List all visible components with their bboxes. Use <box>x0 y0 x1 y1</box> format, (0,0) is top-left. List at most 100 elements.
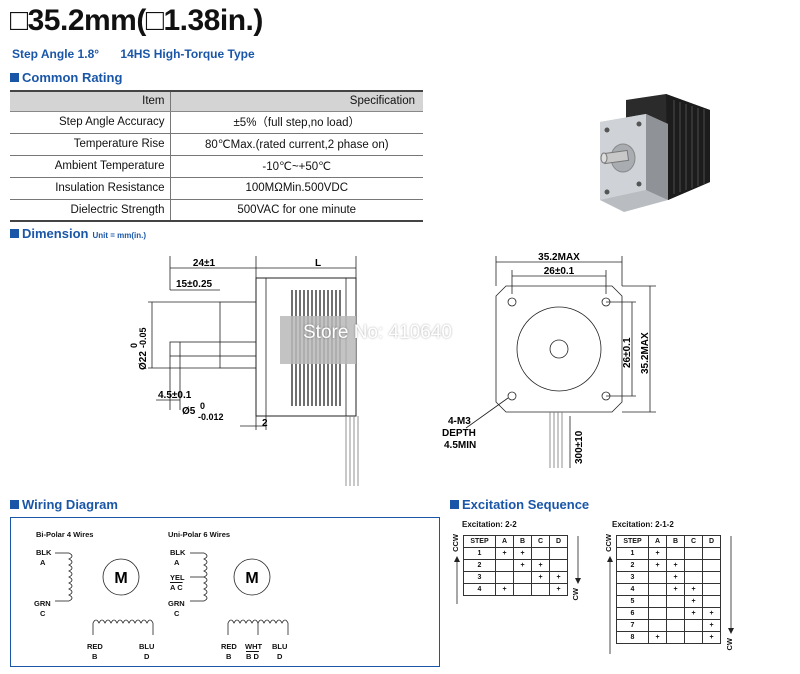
dim-2: 2 <box>262 418 268 429</box>
phase-cell: + <box>531 559 550 572</box>
table-row: 3+ <box>616 571 721 584</box>
phase-cell: + <box>702 607 721 620</box>
phase-cell <box>702 583 721 596</box>
table-row: 7+ <box>616 619 721 632</box>
side-view-drawing: 24±1 L 15±0.25 Ø22 0 -0.05 4.5±0.1 Ø5 0 … <box>129 256 359 486</box>
phase-cell <box>513 571 532 584</box>
dim-d5-tol-bot: -0.012 <box>198 412 224 422</box>
phase-cell <box>648 571 667 584</box>
common-rating-heading: Common Rating <box>10 70 122 85</box>
rating-item: Temperature Rise <box>10 133 171 156</box>
column-header: Specification <box>170 90 423 112</box>
unipolar-wht-label: WHT <box>245 642 263 651</box>
table-row: 2++ <box>616 559 721 572</box>
section-square-icon <box>10 73 19 82</box>
phase-cell <box>684 571 703 584</box>
step-cell: 3 <box>616 571 649 584</box>
section-square-icon <box>10 229 19 238</box>
phase-cell: + <box>684 583 703 596</box>
phase-cell: + <box>549 583 568 596</box>
step-cell: 4 <box>616 583 649 596</box>
phase-cell: + <box>648 559 667 572</box>
phase-cell <box>666 631 685 644</box>
ccw-label: CCW <box>604 534 613 552</box>
bipolar-red-label: RED <box>87 642 103 651</box>
rating-item: Dielectric Strength <box>10 199 171 222</box>
phase-cell <box>648 583 667 596</box>
column-header: C <box>531 535 550 548</box>
step-cell: 4 <box>463 583 496 596</box>
phase-cell <box>666 547 685 560</box>
phase-cell <box>666 607 685 620</box>
rating-spec: -10℃~+50℃ <box>170 155 423 178</box>
dim-depth-value: 4.5MIN <box>444 440 476 451</box>
bipolar-title: Bi-Polar 4 Wires <box>36 530 94 539</box>
phase-cell <box>666 595 685 608</box>
phase-cell: + <box>666 571 685 584</box>
phase-cell <box>549 559 568 572</box>
table-row: 3++ <box>463 571 568 584</box>
dim-4-5: 4.5±0.1 <box>158 390 192 401</box>
phase-cell <box>684 559 703 572</box>
phase-cell <box>684 619 703 632</box>
column-header: A <box>648 535 667 548</box>
dim-shaft-dia: Ø22 <box>138 351 149 370</box>
column-header: C <box>684 535 703 548</box>
column-header: D <box>702 535 721 548</box>
step-cell: 8 <box>616 631 649 644</box>
excitation-2-1-2-caption: Excitation: 2-1-2 <box>612 520 674 529</box>
phase-cell: + <box>495 583 514 596</box>
dim-L: L <box>315 258 321 269</box>
dim-depth: DEPTH <box>442 428 476 439</box>
unipolar-b-label: B <box>226 652 232 661</box>
dim-26-height: 26±0.1 <box>622 337 633 368</box>
dim-26-width: 26±0.1 <box>544 266 575 277</box>
unipolar-a-label: A <box>174 558 180 567</box>
dimension-heading: Dimension Unit = mm(in.) <box>10 226 146 241</box>
phase-cell <box>684 631 703 644</box>
section-square-icon <box>450 500 459 509</box>
phase-cell: + <box>702 619 721 632</box>
phase-cell <box>702 595 721 608</box>
step-cell: 5 <box>616 595 649 608</box>
bipolar-b-label: B <box>92 652 98 661</box>
excitation-2-2-caption: Excitation: 2-2 <box>462 520 517 529</box>
column-header: B <box>666 535 685 548</box>
dim-shaft-tol-bot: -0.05 <box>138 327 148 348</box>
phase-cell <box>666 619 685 632</box>
dim-15: 15±0.25 <box>176 279 213 290</box>
table-row: 1+ <box>616 547 721 560</box>
cw-arrow-icon <box>728 536 734 634</box>
motor-type-label: 14HS High-Torque Type <box>120 47 255 61</box>
column-header: A <box>495 535 514 548</box>
phase-cell <box>495 559 514 572</box>
rating-item: Step Angle Accuracy <box>10 111 171 134</box>
rating-spec: ±5%（full step,no load） <box>170 111 423 134</box>
excitation-heading: Excitation Sequence <box>450 497 589 512</box>
unipolar-bd-label: B D <box>246 652 259 661</box>
cw-label: CW <box>725 638 734 651</box>
rating-item: Ambient Temperature <box>10 155 171 178</box>
step-cell: 6 <box>616 607 649 620</box>
phase-cell: + <box>702 631 721 644</box>
unipolar-motor-label: M <box>245 570 258 587</box>
cw-arrow-icon <box>575 536 581 584</box>
page-title: □35.2mm(□1.38in.) <box>10 4 263 37</box>
unipolar-yel-label: YEL <box>170 573 185 582</box>
phase-cell <box>648 619 667 632</box>
step-cell: 1 <box>616 547 649 560</box>
rating-spec: 100MΩMin.500VDC <box>170 177 423 200</box>
unipolar-blk-label: BLK <box>170 548 186 557</box>
dim-d5: Ø5 <box>182 406 196 417</box>
phase-cell <box>702 571 721 584</box>
step-cell: 2 <box>463 559 496 572</box>
phase-cell <box>648 607 667 620</box>
unipolar-ac-label: A C <box>170 583 183 592</box>
phase-cell: + <box>666 583 685 596</box>
